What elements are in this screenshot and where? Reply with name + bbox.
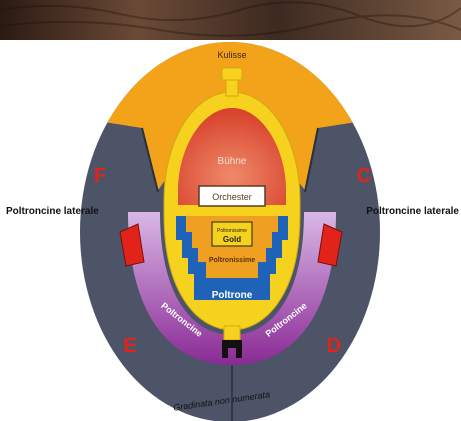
label-sector-c: C (357, 165, 371, 187)
label-orchester: Orchester (212, 192, 252, 202)
label-poltrone: Poltrone (212, 290, 253, 301)
label-poltronissime-gold-1: Poltronissime (217, 228, 247, 234)
label-poltronissime-gold-2: Gold (223, 235, 241, 244)
label-sector-e: E (123, 335, 136, 357)
label-sector-f: F (94, 165, 106, 187)
label-kulisse: Kulisse (217, 50, 246, 60)
stage-stem (226, 78, 238, 96)
label-poltroncine-laterale-left: Poltroncine laterale (6, 206, 99, 217)
label-poltroncine-laterale-right: Poltroncine laterale (366, 206, 459, 217)
label-sector-d: D (327, 335, 341, 357)
entrance-stem (224, 326, 240, 340)
label-poltronissime: Poltronissime (209, 257, 255, 264)
stage-stem-top (222, 68, 242, 80)
label-buehne: Bühne (218, 156, 247, 167)
